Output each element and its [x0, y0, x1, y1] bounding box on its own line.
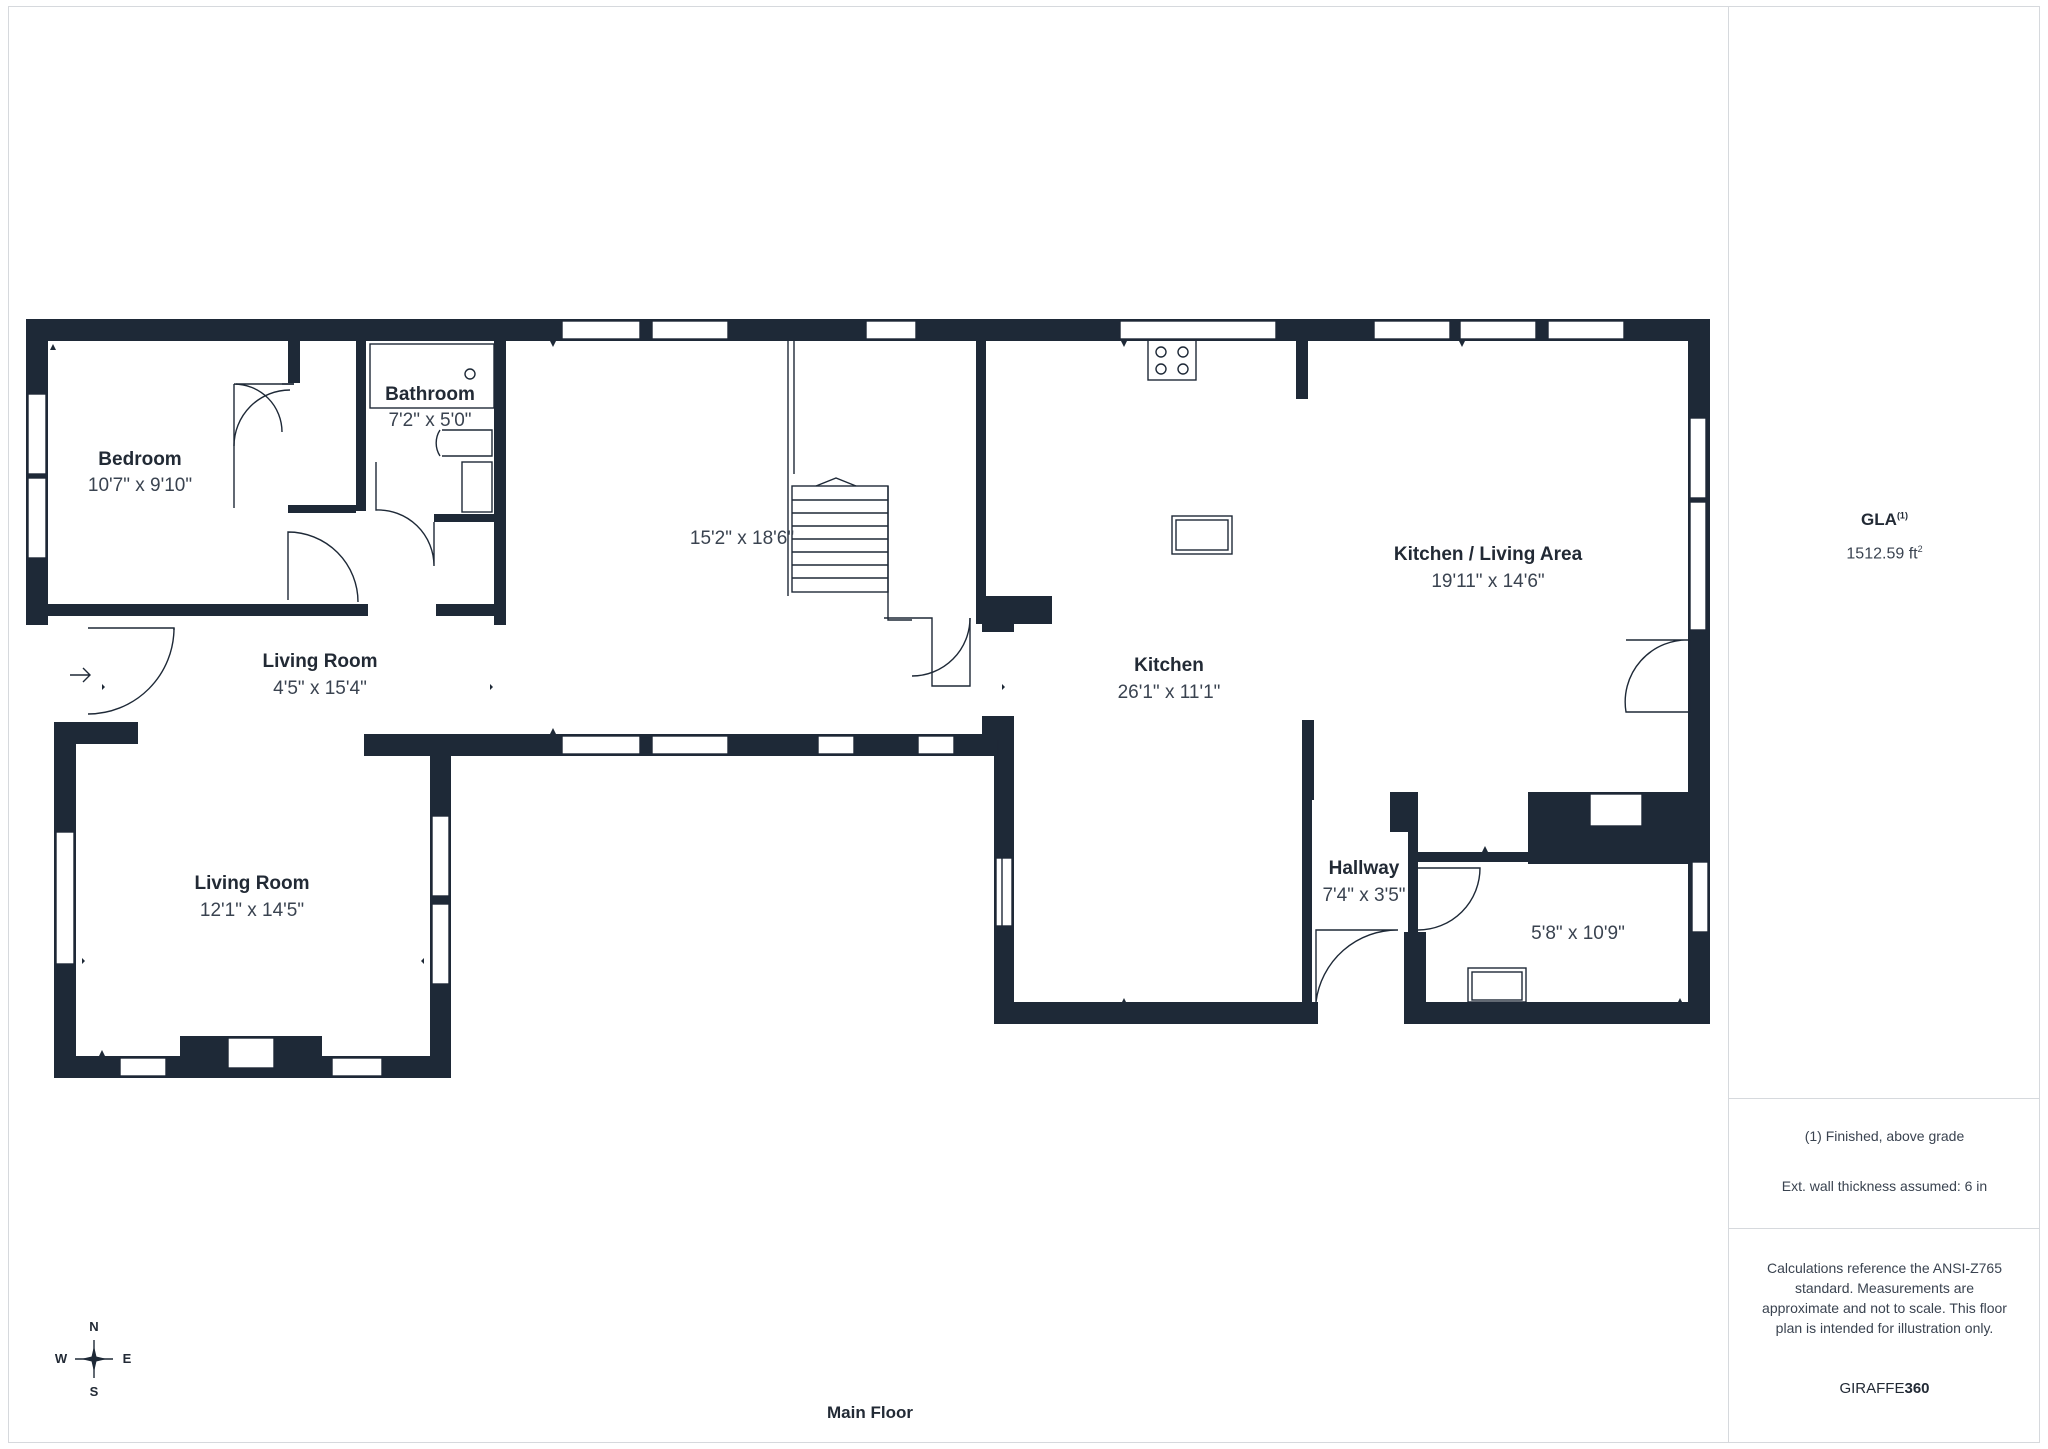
room-dims-stair-area: 15'2" x 18'6"	[690, 528, 794, 549]
room-name-bedroom: Bedroom	[98, 449, 181, 470]
gla-number: 1512.59 ft	[1846, 545, 1918, 563]
gla-unit-exponent: 2	[1917, 544, 1923, 554]
fixtures	[369, 339, 1527, 1003]
note-finished: (1) Finished, above grade	[1804, 1128, 1965, 1144]
room-dims-kitchen: 26'1" x 11'1"	[1118, 682, 1221, 703]
room-dims-kitchen-living: 19'11" x 14'6"	[1431, 571, 1544, 592]
windows	[27, 320, 1709, 1077]
compass-icon: N S W E	[55, 1319, 132, 1399]
gla-value: 1512.59 ft2	[1729, 544, 2040, 563]
note-wall-thickness: Ext. wall thickness assumed: 6 in	[1781, 1178, 1988, 1194]
page-frame	[8, 6, 2040, 1443]
room-labels: Bedroom 10'7" x 9'10" Bathroom 7'2" x 5'…	[88, 384, 1625, 944]
entrance-arrow-icon	[70, 667, 91, 683]
room-name-living-room-hall: Living Room	[262, 651, 377, 672]
brand-light: GIRAFFE	[1839, 1380, 1905, 1397]
wall-markers	[50, 341, 1683, 1056]
room-name-kitchen-living: Kitchen / Living Area	[1394, 544, 1583, 565]
divider	[1729, 1098, 2040, 1099]
compass-e: E	[123, 1351, 132, 1366]
room-name-bathroom: Bathroom	[385, 384, 475, 405]
gla-footnote-ref: (1)	[1896, 510, 1908, 521]
doors	[87, 383, 1691, 1003]
room-dims-utility: 5'8" x 10'9"	[1531, 923, 1625, 944]
room-dims-living-room-hall: 4'5" x 15'4"	[273, 678, 367, 699]
room-dims-hallway: 7'4" x 3'5"	[1322, 885, 1405, 906]
gla-heading: GLA(1)	[1729, 510, 2040, 530]
room-dims-living-room: 12'1" x 14'5"	[200, 900, 304, 921]
compass-s: S	[90, 1384, 99, 1399]
room-dims-bedroom: 10'7" x 9'10"	[88, 475, 192, 496]
room-name-hallway: Hallway	[1329, 858, 1400, 879]
compass-w: W	[55, 1351, 68, 1366]
gla-label: GLA	[1861, 510, 1897, 529]
brand-bold: 360	[1904, 1380, 1930, 1397]
info-sidebar: GLA(1) 1512.59 ft2 (1) Finished, above g…	[1728, 6, 2040, 1443]
disclaimer: Calculations reference the ANSI-Z765 sta…	[1762, 1260, 2007, 1336]
divider	[1729, 1228, 2040, 1229]
brand-logo: GIRAFFE360	[1729, 1380, 2040, 1397]
floor-label: Main Floor	[827, 1403, 913, 1422]
room-name-living-room: Living Room	[194, 873, 309, 894]
fireplaces	[180, 793, 1643, 1069]
floor-plan: Bedroom 10'7" x 9'10" Bathroom 7'2" x 5'…	[26, 319, 1710, 1399]
staircase	[787, 341, 912, 621]
room-dims-bathroom: 7'2" x 5'0"	[388, 410, 471, 431]
compass-n: N	[89, 1319, 98, 1334]
room-name-kitchen: Kitchen	[1134, 655, 1204, 676]
